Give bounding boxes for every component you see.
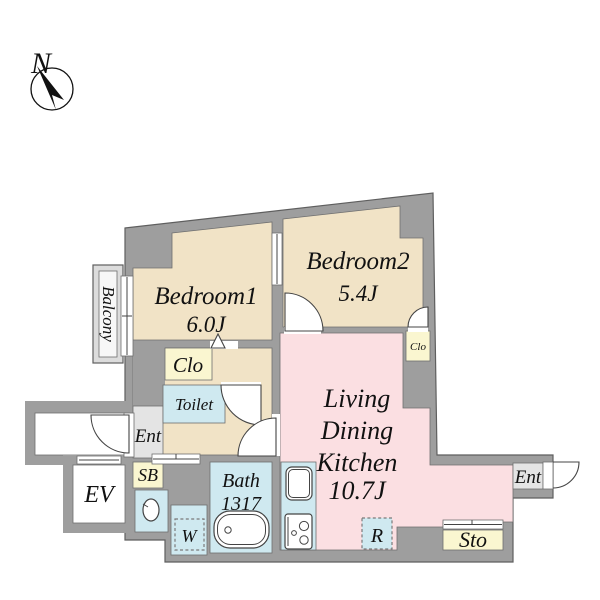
balcony-label: Balcony bbox=[99, 286, 118, 342]
refrigerator-box bbox=[361, 517, 393, 550]
corridor-wall-top bbox=[25, 401, 133, 413]
closet2-box bbox=[405, 330, 431, 362]
washbasin-icon bbox=[142, 498, 160, 522]
closet1-box bbox=[164, 347, 213, 381]
balcony-window bbox=[120, 275, 134, 357]
entrance-right-label: Ent bbox=[514, 467, 542, 488]
refrigerator-label: R bbox=[370, 525, 383, 547]
closet1-label: Clo bbox=[173, 353, 203, 377]
elevator-label: EV bbox=[83, 482, 116, 508]
ldk-floor bbox=[279, 332, 514, 551]
bathtub-drain bbox=[224, 526, 232, 534]
hallway-sliding-door bbox=[151, 453, 201, 465]
washer-label: W bbox=[182, 526, 199, 546]
bath-size: 1317 bbox=[221, 493, 262, 515]
toilet-label: Toilet bbox=[175, 395, 214, 414]
bedroom1-label: Bedroom1 bbox=[154, 283, 257, 310]
ldk-size: 10.7J bbox=[328, 476, 387, 505]
stove-burner-3 bbox=[291, 530, 297, 536]
stove-icon bbox=[284, 513, 313, 550]
storage-sliding-door bbox=[442, 519, 504, 530]
bathtub-icon bbox=[213, 510, 270, 549]
ldk-label-line2: Dining bbox=[320, 416, 393, 445]
ldk-label-line1: Living bbox=[323, 384, 390, 413]
ldk-label-line3: Kitchen bbox=[316, 448, 398, 477]
closet2-label: Clo bbox=[410, 341, 426, 353]
entrance-left-floor bbox=[132, 405, 164, 459]
toilet-door-gap bbox=[221, 382, 261, 386]
bedroom1-folding-door bbox=[210, 332, 226, 349]
storage-label: Sto bbox=[459, 527, 487, 552]
washer-box bbox=[174, 518, 205, 551]
entrance-right-door-arc bbox=[552, 461, 580, 489]
compass: N bbox=[30, 47, 74, 111]
closet2-door-arc bbox=[407, 306, 429, 328]
bedroom2-floor bbox=[282, 205, 424, 328]
corridor-wall-bottom bbox=[25, 455, 65, 465]
corridor-wall-left bbox=[25, 401, 35, 465]
toilet-room bbox=[162, 384, 226, 424]
elevator-floor bbox=[72, 464, 126, 524]
shoe-box-label: SB bbox=[138, 465, 158, 485]
storage-box bbox=[442, 529, 504, 551]
washbasin-tap bbox=[142, 503, 149, 508]
bath-label: Bath bbox=[222, 470, 260, 492]
hall-ldk-door-arc bbox=[237, 417, 277, 457]
compass-north-label: N bbox=[30, 47, 53, 80]
bedroom2-label: Bedroom2 bbox=[306, 248, 409, 275]
stove-burner-1 bbox=[298, 520, 310, 532]
entrance-left-label: Ent bbox=[134, 426, 162, 447]
bedroom2-size: 5.4J bbox=[339, 281, 380, 306]
stove-burner-2 bbox=[299, 535, 309, 545]
bedroom2-door-arc bbox=[284, 292, 324, 332]
closet2-door-gap bbox=[408, 326, 428, 332]
kitchen-sink-icon bbox=[285, 466, 313, 501]
kitchen-sink-inner bbox=[288, 469, 310, 498]
shoe-box bbox=[132, 461, 164, 489]
hall-wall-chunk bbox=[133, 343, 165, 406]
bathtub-inner bbox=[217, 514, 266, 545]
bedroom1-size: 6.0J bbox=[187, 312, 228, 337]
entrance-right-door-gap bbox=[542, 461, 554, 490]
balcony-floor bbox=[98, 270, 118, 358]
unit-entry-door-arc bbox=[90, 414, 130, 454]
bedroom-partition-slit bbox=[271, 232, 283, 286]
compass-needle-icon bbox=[37, 66, 64, 110]
